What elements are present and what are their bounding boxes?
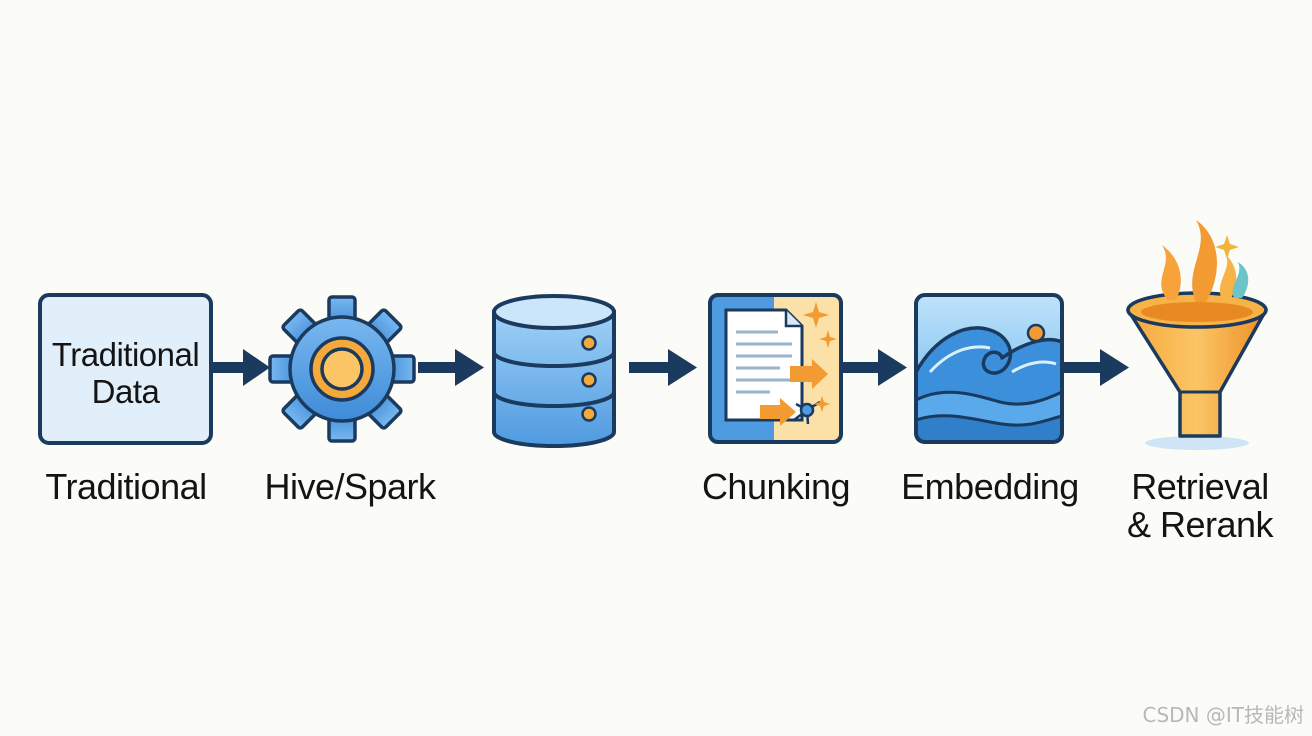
step-label-chunking: Chunking <box>670 468 882 506</box>
step-label-line: Traditional <box>45 466 207 507</box>
arrow-2 <box>418 349 484 386</box>
arrow-3 <box>629 349 697 386</box>
arrow-5 <box>1063 349 1129 386</box>
step-label-hive-spark: Hive/Spark <box>240 468 460 506</box>
box-text-line-2: Data <box>91 373 160 410</box>
step-label-line: Chunking <box>701 466 851 507</box>
step-label-retrieval-rerank: Retrieval & Rerank <box>1098 468 1302 544</box>
step-label-line: Embedding <box>901 466 1079 507</box>
funnel-icon <box>1126 220 1268 450</box>
step-label-line: Retrieval <box>1131 466 1269 507</box>
arrow-1 <box>211 349 270 386</box>
gear-icon <box>268 295 416 443</box>
traditional-data-box-text: Traditional Data <box>40 336 211 410</box>
arrow-4 <box>843 349 907 386</box>
step-label-traditional: Traditional <box>20 468 232 506</box>
watermark: CSDN @IT技能树 <box>1142 703 1305 727</box>
step-label-embedding: Embedding <box>880 468 1100 506</box>
chunking-document-icon <box>708 293 843 444</box>
wave-icon <box>914 293 1064 444</box>
box-text-line-1: Traditional <box>51 336 200 373</box>
step-label-line: Hive/Spark <box>264 466 436 507</box>
database-icon <box>492 294 616 448</box>
step-label-line: & Rerank <box>1126 504 1274 545</box>
